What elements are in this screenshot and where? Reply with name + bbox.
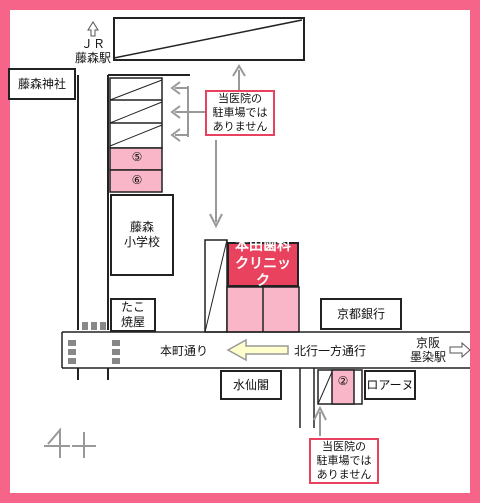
suisenkaku: 水仙閣 [220, 370, 282, 400]
fujinomori-elementary-school: 藤森 小学校 [110, 194, 174, 276]
jr-direction-arrow-icon [87, 21, 99, 37]
parking-notice-top: 当医院の 駐車場では ありません [205, 90, 275, 136]
one-way-label: 北行一方通行 [294, 344, 367, 358]
roanu: ロアーヌ [364, 370, 416, 400]
road-name-label: 本町通り [160, 344, 209, 358]
parking-spot-2: ② [337, 374, 349, 388]
roanu-label: ロアーヌ [366, 377, 414, 392]
north-arrow-icon [44, 427, 96, 458]
parking-spot-5: ⑤ [131, 150, 143, 164]
parking-spot-6: ⑥ [131, 173, 143, 187]
suisenkaku-label: 水仙閣 [232, 377, 269, 392]
kyoto-bank-label: 京都銀行 [336, 306, 385, 321]
honda-dental-clinic: 本田歯科 クリニック [227, 238, 299, 289]
fujinomori-shrine-label: 藤森神社 [17, 76, 66, 91]
fujinomori-shrine: 藤森神社 [8, 68, 76, 100]
keihan-direction-arrow-icon [449, 341, 471, 359]
keihan-station-label: 京阪 墨染駅 [409, 336, 446, 365]
parking-notice-bottom: 当医院の 駐車場では ありません [309, 438, 379, 484]
jr-station-label: ＪＲ 藤森駅 [74, 37, 111, 66]
kyoto-bank: 京都銀行 [320, 298, 402, 330]
takoyaki-shop: たこ 焼屋 [110, 298, 156, 332]
one-way-arrow-icon [226, 338, 289, 362]
